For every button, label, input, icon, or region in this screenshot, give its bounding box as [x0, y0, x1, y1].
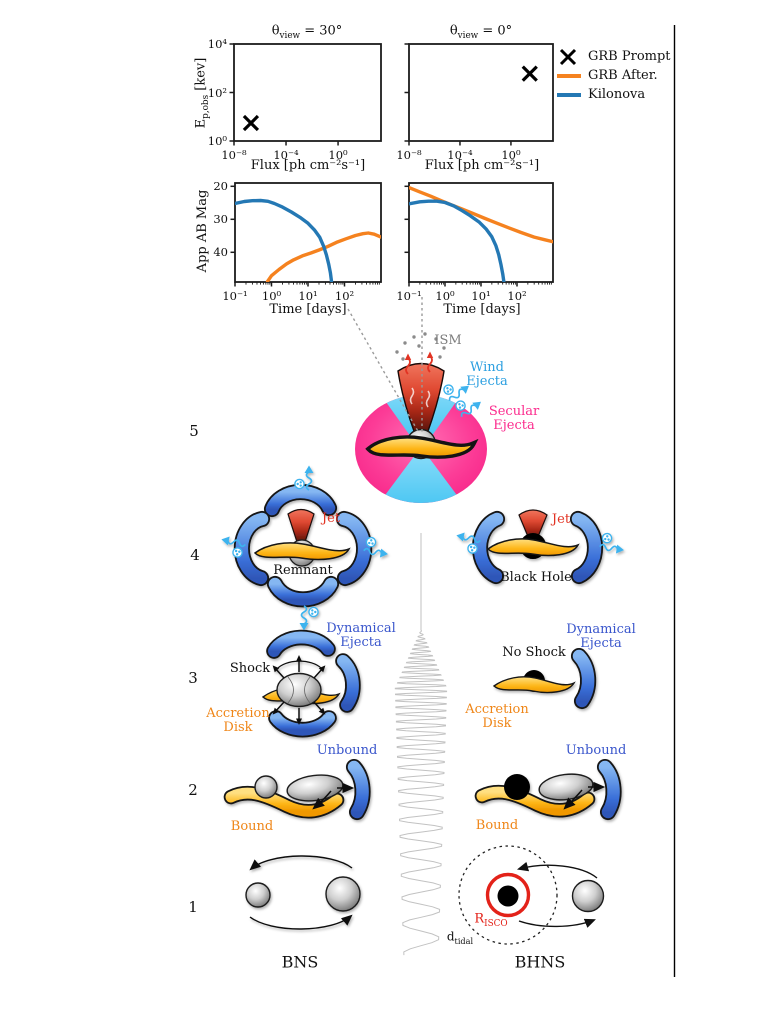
ejecta-crescent: [235, 512, 269, 585]
bound-arrow: [563, 789, 583, 810]
accretion-disk-shape: [367, 437, 475, 458]
ejecta-crescent: [571, 512, 602, 583]
merger-remnant-ellipsoid: [276, 672, 322, 708]
ejecta-crescent: [270, 712, 335, 736]
series-line: [409, 199, 506, 282]
stage3-bns: [261, 629, 361, 738]
stage1-bns: [245, 855, 361, 930]
ejecta-crescent: [473, 512, 504, 583]
gravitational-wave-chirp: [394, 533, 448, 956]
ejecta-crescent: [268, 577, 338, 606]
ejecta-crescent: [598, 760, 620, 819]
tidal-radius-circle: [458, 845, 558, 945]
stage4-bhns: [452, 509, 627, 585]
stage1-bhns: [458, 845, 605, 945]
plot-1: [404, 43, 554, 146]
ejecta-crescent: [265, 485, 336, 516]
orbit-arrow: [249, 855, 353, 871]
stage3-bhns: [492, 647, 597, 710]
viewing-angle-lines: [347, 297, 423, 434]
series-line: [235, 198, 334, 282]
ejecta-crescent: [337, 655, 359, 711]
bound-arrow: [312, 790, 332, 810]
accretion-disk-shape: [253, 542, 351, 561]
series-line: [409, 185, 553, 244]
ejecta-crescent: [572, 649, 595, 708]
ejecta-crescent: [347, 760, 369, 819]
neutron-star-sphere: [325, 876, 361, 912]
ejecta-crescent: [268, 631, 334, 657]
isco-ring: [485, 872, 531, 918]
black-hole-sphere: [504, 774, 530, 800]
series-line: [265, 231, 381, 282]
accretion-disk-shape: [486, 538, 580, 557]
stage4-bns: [217, 464, 391, 632]
plot-2: [230, 182, 382, 287]
neutron-star-sphere: [254, 775, 278, 799]
accretion-disk-shape: [492, 676, 576, 694]
orbit-arrow: [518, 918, 596, 928]
neutron-star-sphere: [571, 879, 605, 913]
plot-0: [229, 43, 382, 146]
neutron-star-sphere: [245, 882, 271, 908]
ejecta-crescent: [337, 512, 371, 585]
stage2-bhns: [474, 758, 622, 821]
stage2-bns: [223, 758, 371, 821]
plot-3: [404, 182, 554, 287]
orbit-arrow: [516, 861, 598, 879]
orbit-arrow: [249, 914, 353, 930]
legend-markers: [557, 48, 581, 97]
shock-arrows: [269, 654, 329, 726]
black-hole-sphere: [497, 885, 519, 907]
ism-dots: [395, 332, 446, 361]
